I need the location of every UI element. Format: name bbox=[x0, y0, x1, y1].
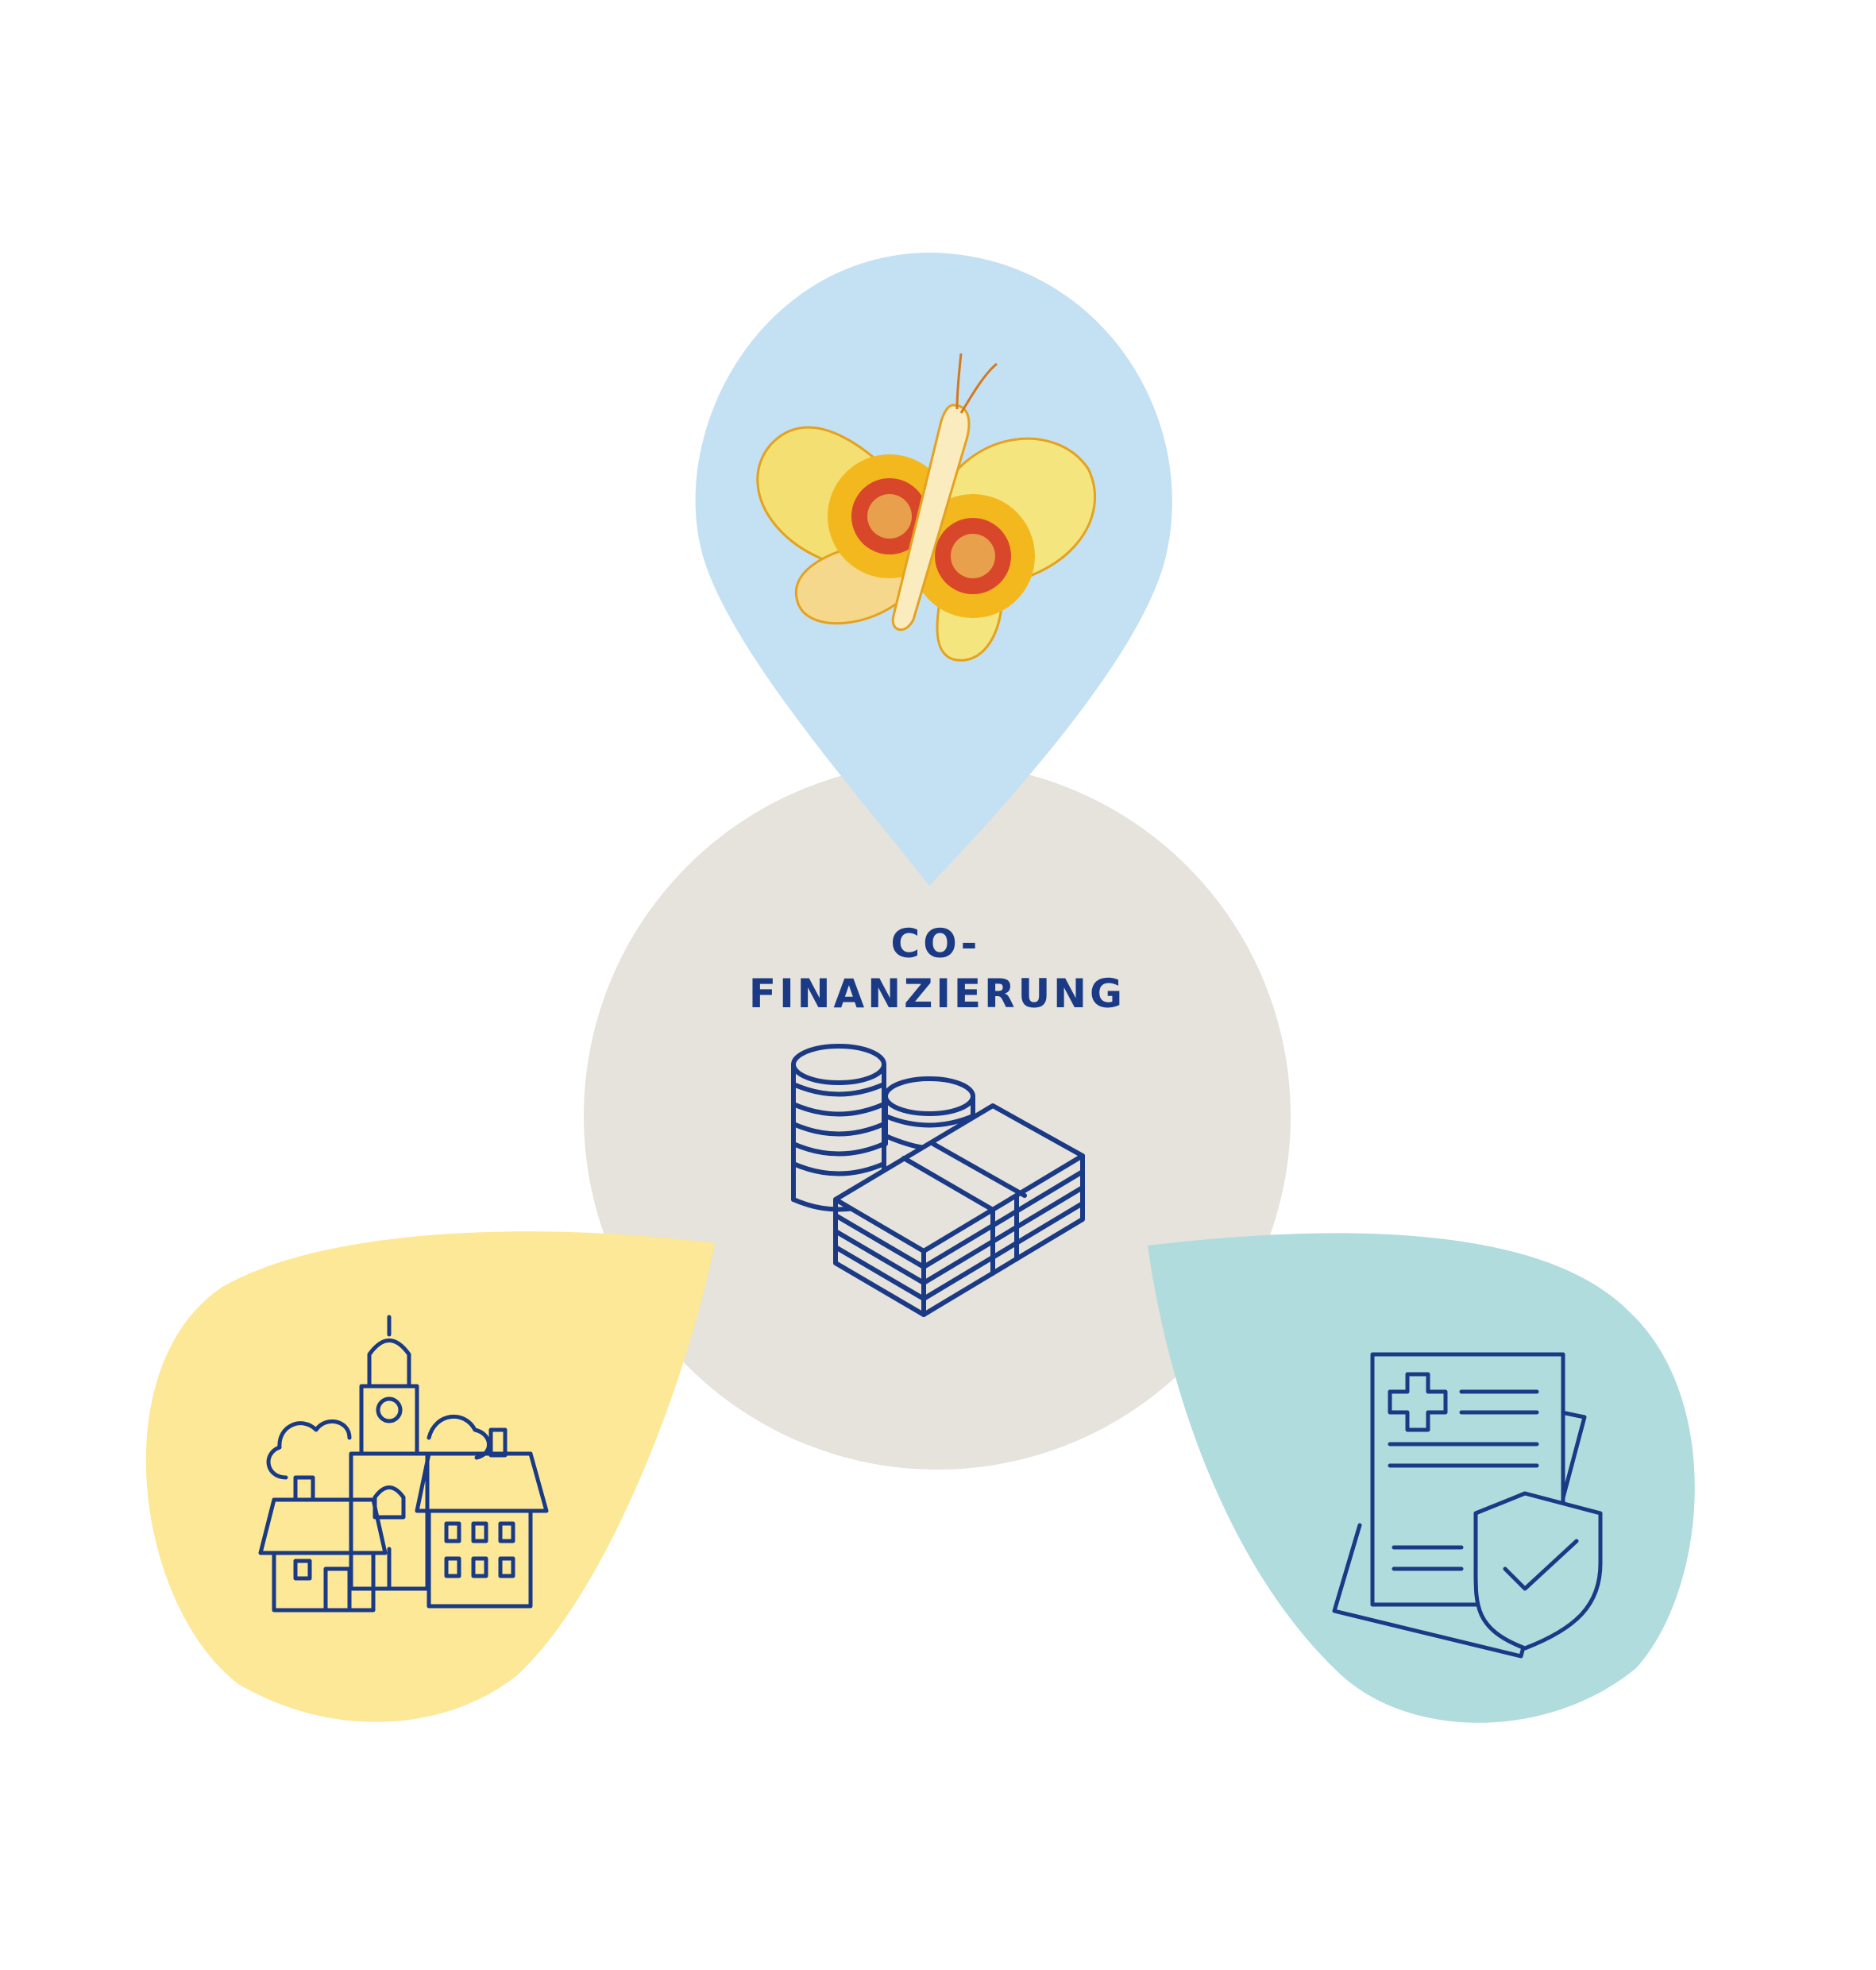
coin-stack-short bbox=[883, 1076, 975, 1150]
left-drop bbox=[145, 1231, 716, 1722]
checkmark-icon bbox=[1503, 1539, 1579, 1591]
butterfly-right-eye-center bbox=[951, 534, 995, 578]
small-house bbox=[258, 1475, 388, 1613]
shield-icon bbox=[1473, 1491, 1603, 1651]
butterfly-left-eye-center bbox=[867, 494, 912, 539]
coins-and-banknotes-icon bbox=[791, 1044, 1085, 1317]
medical-cross-icon bbox=[1388, 1372, 1448, 1432]
trees bbox=[266, 1415, 491, 1480]
butterfly-right-antenna bbox=[959, 362, 998, 414]
big-house bbox=[415, 1427, 549, 1609]
center-title-line2: FINANZIERUNG bbox=[749, 971, 1125, 1017]
center-circle bbox=[584, 763, 1291, 1470]
town-buildings-icon bbox=[258, 1315, 549, 1613]
butterfly-artwork bbox=[756, 353, 1096, 662]
butterfly-body bbox=[891, 404, 971, 631]
back-document bbox=[1332, 1410, 1587, 1659]
banknote-bundles bbox=[833, 1103, 1085, 1317]
center-title-line1: CO- bbox=[891, 921, 981, 967]
butterfly-left-antenna bbox=[955, 353, 963, 410]
insurance-document-shield-icon bbox=[1332, 1352, 1603, 1659]
